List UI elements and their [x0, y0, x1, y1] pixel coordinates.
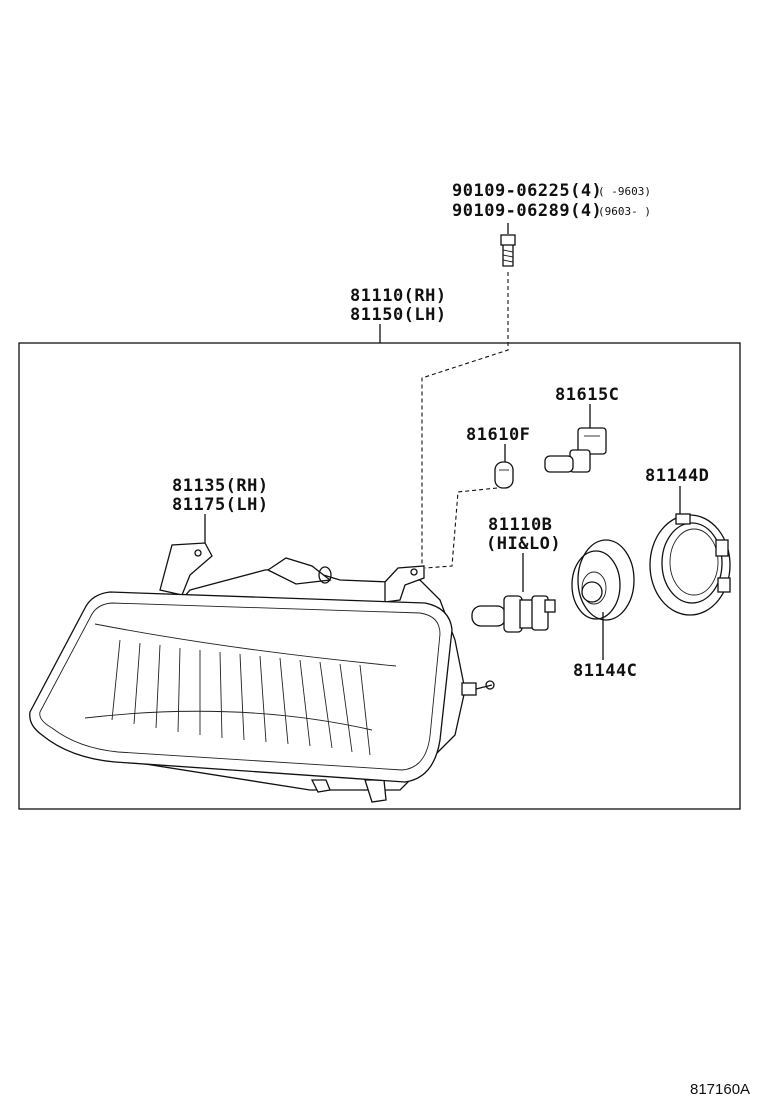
socket: [544, 427, 607, 473]
unit-label-lh: 81150(LH): [350, 305, 447, 325]
cover-c-label: 81144C: [573, 661, 637, 681]
lens-label-lh: 81175(LH): [172, 495, 269, 515]
socket-label: 81615C: [555, 385, 619, 405]
unit-label-rh: 81110(RH): [350, 286, 447, 306]
small-bulb-dashed-leader: [424, 487, 498, 569]
bolt-screw: [500, 223, 516, 267]
bolt-range-1: ( -9603): [598, 185, 651, 198]
bolt-label-2: 90109-06289(4): [452, 201, 602, 221]
cover-81144c: [571, 539, 635, 621]
cover-d-label: 81144D: [645, 466, 709, 486]
main-bulb-note: (HI&LO): [486, 534, 561, 554]
bolt-dashed-leader: [421, 272, 509, 565]
assembly-frame: [18, 342, 741, 810]
main-bulb: [471, 595, 556, 633]
small-bulb-label: 81610F: [466, 425, 530, 445]
cover-81144d: [649, 513, 731, 616]
diagram-ref: 817160A: [690, 1081, 750, 1098]
lens-label-rh: 81135(RH): [172, 476, 269, 496]
small-bulb: [494, 461, 514, 489]
headlamp-housing: [29, 542, 495, 803]
bolt-range-2: (9603- ): [598, 205, 651, 218]
main-bulb-label: 81110B: [488, 515, 552, 535]
bolt-label-1: 90109-06225(4): [452, 181, 602, 201]
